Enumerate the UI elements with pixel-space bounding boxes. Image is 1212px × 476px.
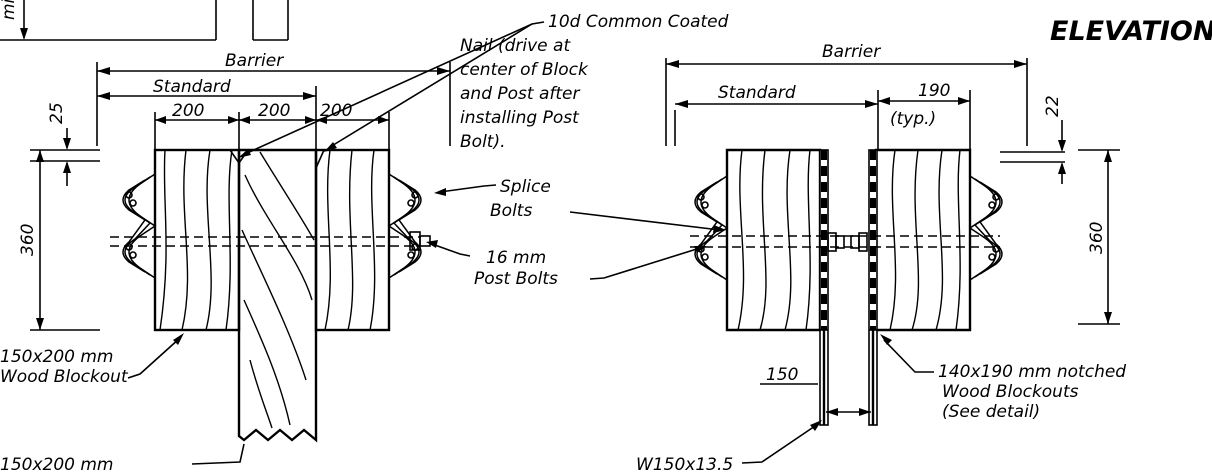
left-wood-blockout-2 [314,148,391,332]
left-dim-200-b: 200 [258,101,290,121]
nail-note-line-1: 10d Common Coated [548,12,729,32]
nail-note-line-6: Bolt). [460,132,506,152]
left-wood-blockout [153,148,241,332]
right-post-label: W150x13.5 [636,455,733,475]
right-dim-150: 150 [766,365,798,385]
right-elevation-view: Barrier Standard 190 (typ.) 22 360 [636,42,1126,475]
splice-bolts-line-1: Splice [500,177,551,197]
right-dim-typ: (typ.) [890,109,936,129]
left-blockout-label-2: Wood Blockout [0,367,129,387]
right-blockout-label-2: Wood Blockouts [942,382,1079,402]
post-bolts-line-1: 16 mm [486,248,546,268]
left-dim-25: 25 [47,102,67,124]
top-left-fragment: mi [0,0,289,41]
post-bolts-line-2: Post Bolts [474,269,558,289]
left-blockout-label-1: 150x200 mm [0,347,113,367]
right-standard-label: Standard [718,83,796,103]
left-barrier-label: Barrier [225,51,284,71]
right-barrier-label: Barrier [822,42,881,62]
left-standard-label: Standard [153,77,231,97]
splice-bolts-line-2: Bolts [490,201,532,221]
center-callouts: 10d Common Coated Nail (drive at center … [238,12,729,289]
nail-note-line-3: center of Block [460,60,589,80]
right-blockout-label-3: (See detail) [942,402,1040,422]
right-blockout-label-1: 140x190 mm notched [938,362,1126,382]
nail-note-line-4: and Post after [460,84,580,104]
right-blockout-right [874,148,972,332]
nail-note-line-2: Nail (drive at [460,36,571,56]
right-blockout-left [725,148,822,332]
left-dim-200-a: 200 [172,101,204,121]
left-wood-post [237,148,318,443]
elevation-title: ELEVATION [1050,16,1212,47]
left-dim-360: 360 [18,224,38,256]
left-elevation-view: Barrier Standard 200 200 200 25 [0,51,451,475]
right-dim-190: 190 [918,81,950,101]
right-dim-360: 360 [1087,222,1107,254]
nail-note-line-5: installing Post [460,108,580,128]
right-dim-22: 22 [1043,95,1063,117]
left-post-label: 150x200 mm [0,455,113,475]
corner-fragment-text: mi [0,0,19,20]
